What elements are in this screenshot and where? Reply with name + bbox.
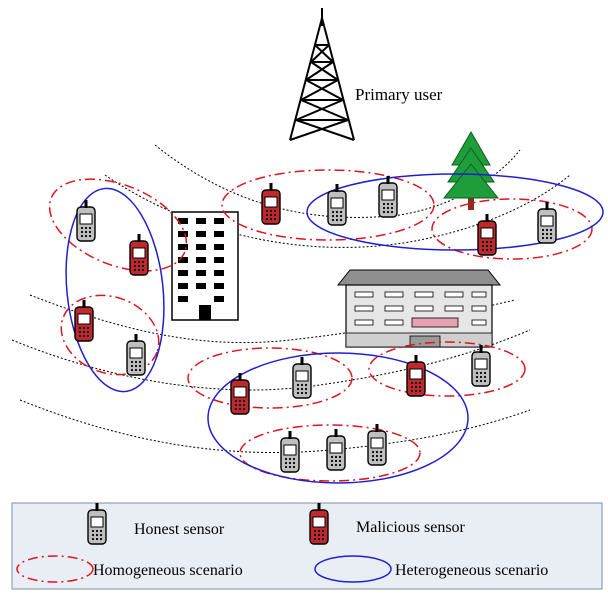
legend-heterogeneous-swatch <box>314 555 392 583</box>
malicious-sensor-icon <box>261 182 281 225</box>
hospital-building-icon <box>336 269 502 348</box>
homogeneous-scenarios <box>48 169 593 482</box>
honest-sensor-icon <box>367 423 387 466</box>
legend-malicious-label: Malicious sensor <box>356 519 466 536</box>
legend-homogeneous-label: Homogeneous scenario <box>93 562 243 579</box>
tree-icon <box>442 130 500 210</box>
malicious-sensor-icon <box>477 213 497 256</box>
malicious-sensor-icon <box>74 299 94 342</box>
legend: Honest sensor Malicious sensor Homogeneo… <box>11 502 603 590</box>
homogeneous-ellipse <box>431 198 593 260</box>
honest-sensor-icon <box>327 183 347 226</box>
homogeneous-ellipse <box>187 347 353 409</box>
legend-box <box>11 502 603 590</box>
honest-sensor-icon <box>280 430 300 473</box>
homogeneous-ellipse <box>221 169 435 241</box>
malicious-sensor-icon <box>406 354 426 397</box>
heterogeneous-ellipse <box>207 352 469 484</box>
heterogeneous-ellipse <box>65 187 165 393</box>
honest-sensor-icon <box>76 199 96 242</box>
legend-homogeneous-swatch <box>16 555 94 583</box>
heterogeneous-ellipse <box>306 173 604 251</box>
honest-sensor-icon <box>126 333 146 376</box>
homogeneous-ellipse <box>60 294 160 376</box>
homogeneous-ellipse <box>48 178 188 272</box>
malicious-sensor-icon <box>129 233 149 276</box>
legend-honest-label: Honest sensor <box>134 521 225 538</box>
honest-sensor-icon <box>326 428 346 471</box>
heterogeneous-scenarios <box>65 173 604 484</box>
office-building-icon <box>171 211 239 321</box>
tower-label: Primary user <box>355 85 443 104</box>
radio-tower-icon <box>289 8 355 141</box>
homogeneous-ellipse <box>239 424 421 482</box>
honest-sensor-icon <box>378 175 398 218</box>
legend-heterogeneous-label: Heterogeneous scenario <box>395 562 548 579</box>
homogeneous-ellipse <box>368 341 526 397</box>
honest-sensor-icon <box>537 201 557 244</box>
honest-sensor-icon <box>292 356 312 399</box>
honest-sensor-icon <box>471 344 491 387</box>
